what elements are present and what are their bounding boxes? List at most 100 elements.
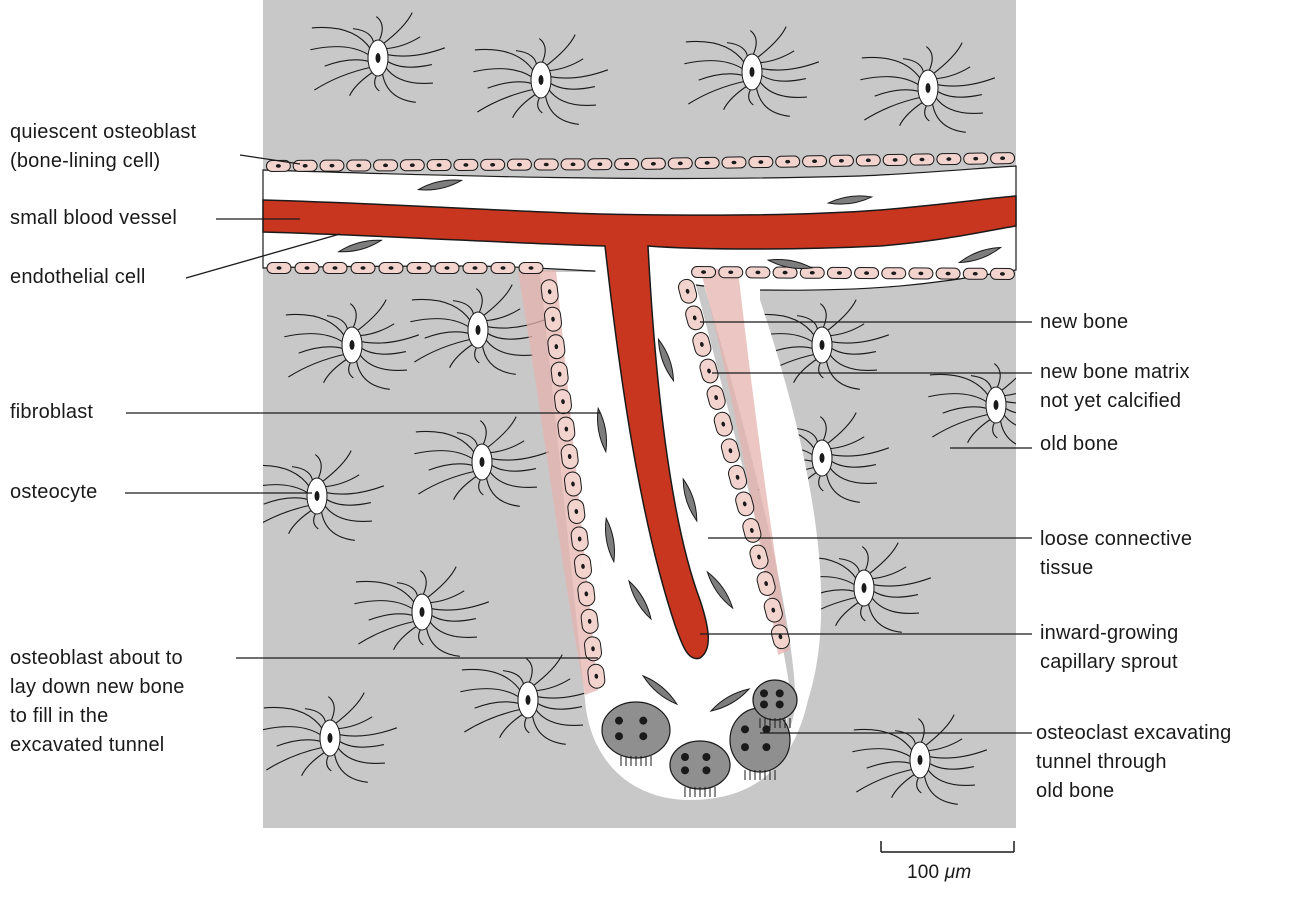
label-fibroblast: fibroblast [10, 398, 93, 427]
osteocyte [354, 566, 490, 657]
lining-cell [799, 266, 825, 279]
label-line: endothelial cell [10, 266, 146, 288]
lining-cell [772, 266, 798, 279]
lining-cell [742, 518, 762, 543]
osteocyte [410, 284, 546, 375]
label-new-bone-matrix: new bone matrix not yet calcified [1040, 358, 1190, 416]
osteocyte [310, 12, 446, 103]
lining-cell [678, 278, 698, 304]
lining-cell [584, 636, 602, 662]
lining-cell [406, 262, 432, 274]
lining-cell [936, 152, 962, 166]
label-line: osteoblast about to [10, 647, 183, 669]
lining-cell [640, 157, 666, 170]
osteocyte [473, 34, 609, 125]
lining-cell [550, 361, 569, 387]
fibroblast [709, 688, 751, 712]
fibroblast [641, 674, 679, 706]
lining-cell [373, 159, 399, 172]
lining-cell [322, 262, 348, 274]
lining-cell [802, 155, 828, 168]
scale-bar-value: 100 [907, 862, 940, 883]
lining-cell [614, 158, 640, 171]
lining-cell [935, 267, 961, 280]
osteoclast [752, 679, 798, 728]
lining-cell [490, 262, 516, 274]
lining-cell [735, 491, 755, 517]
lining-cell [694, 156, 720, 170]
lining-cell [745, 266, 771, 279]
leader-endothelial-cell [185, 233, 341, 279]
lining-cell [962, 267, 988, 280]
lining-cell [855, 154, 881, 167]
lining-cell [756, 571, 776, 596]
lining-cell [990, 152, 1016, 165]
scale-bar-unit: μm [944, 862, 972, 883]
label-old-bone: old bone [1040, 430, 1118, 459]
label-osteoblast-new-bone: osteoblast about to lay down new bone to… [10, 644, 185, 760]
lining-cell [554, 389, 572, 415]
osteocyte [796, 542, 932, 633]
lining-cell [989, 267, 1015, 280]
label-line: (bone-lining cell) [10, 150, 161, 172]
label-line: old bone [1036, 780, 1115, 802]
osteoclast [669, 740, 731, 797]
lining-cell [399, 159, 425, 172]
fibroblast [826, 195, 874, 205]
lining-cell [462, 262, 488, 274]
label-line: inward-growing [1040, 622, 1179, 644]
osteocyte [860, 42, 996, 133]
lining-cell [826, 266, 852, 279]
label-line: new bone matrix [1040, 361, 1190, 383]
fibroblast [682, 477, 698, 523]
osteocyte [263, 450, 385, 541]
lining-cell [748, 155, 774, 169]
lining-cell [434, 262, 460, 274]
fibroblast-group [337, 179, 1003, 712]
label-line: loose connective [1040, 528, 1193, 550]
label-line: lay down new bone [10, 676, 185, 698]
lining-cell [453, 158, 479, 171]
lining-cell [350, 262, 376, 274]
lining-cell [567, 498, 586, 524]
fibroblast [657, 337, 675, 383]
fibroblast [416, 179, 464, 191]
lining-cell [775, 155, 801, 168]
label-line: tunnel through [1036, 751, 1167, 773]
lining-cell [557, 416, 576, 442]
lining-cell [319, 159, 345, 172]
fibroblast [597, 406, 607, 454]
lining-cell [564, 471, 582, 497]
leader-lines [125, 154, 1032, 734]
osteoclast-group [601, 679, 798, 797]
label-endothelial-cell: endothelial cell [10, 263, 146, 292]
label-osteocyte: osteocyte [10, 478, 97, 507]
lining-cell [547, 334, 566, 360]
label-quiescent-osteoblast: quiescent osteoblast (bone-lining cell) [10, 118, 196, 176]
lining-cell [426, 159, 452, 172]
lining-cell [828, 154, 854, 167]
osteocyte [263, 692, 398, 783]
lining-cell [570, 526, 589, 552]
osteocyte [684, 26, 820, 117]
lining-cell [346, 159, 372, 172]
fibroblast [605, 516, 615, 564]
osteocyte-group [263, 12, 1016, 805]
lining-cell [544, 306, 562, 332]
lining-cell [480, 158, 506, 171]
label-line: quiescent osteoblast [10, 121, 197, 143]
osteocyte [414, 416, 550, 507]
lining-cell [706, 385, 726, 410]
lining-cell [587, 158, 613, 171]
osteocyte [928, 363, 1016, 445]
lining-cell [560, 158, 586, 171]
lining-cell [909, 153, 935, 166]
lining-cell [882, 153, 908, 167]
leader-quiescent-osteoblast [239, 154, 301, 165]
lining-cell [692, 332, 712, 357]
lining-cell [881, 267, 907, 280]
lining-cell [908, 267, 934, 280]
lining-cell [691, 266, 717, 279]
fibroblast [957, 246, 1003, 264]
osteocyte [460, 654, 596, 745]
